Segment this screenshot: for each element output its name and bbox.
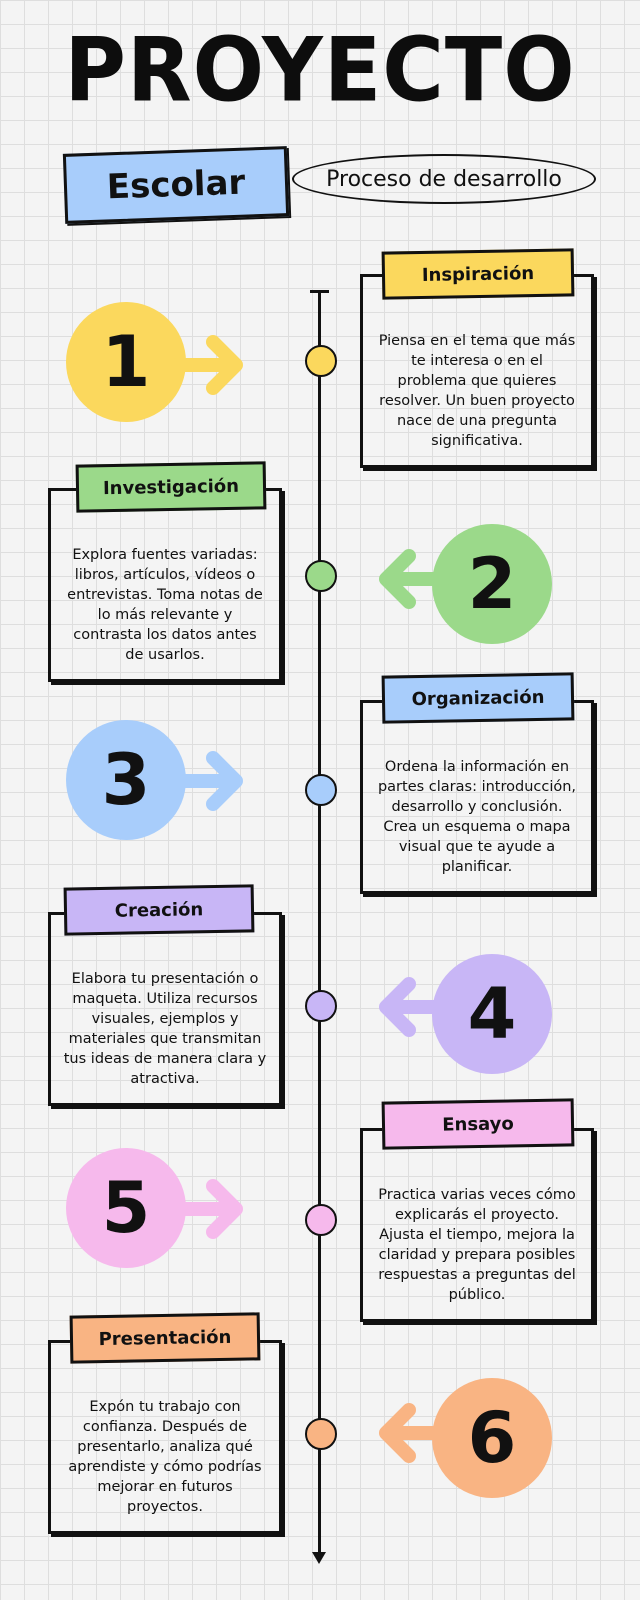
- subtitle-badge: Escolar: [62, 146, 290, 224]
- step-description: Practica varias veces cómo explicarás el…: [378, 1187, 576, 1303]
- timeline-line: [318, 292, 321, 1552]
- step-card: Piensa en el tema que más te interesa o …: [360, 274, 594, 468]
- step-card: Elabora tu presentación o maqueta. Utili…: [48, 912, 282, 1106]
- step-card: Explora fuentes variadas: libros, artícu…: [48, 488, 282, 682]
- arrow-left-icon: [379, 1403, 451, 1463]
- step-number-badge: 1: [66, 302, 186, 422]
- step-title: Inspiración: [381, 248, 575, 300]
- timeline-arrowhead: [312, 1552, 326, 1564]
- step-title: Creación: [63, 884, 255, 936]
- step-number-badge: 2: [432, 524, 552, 644]
- step-title: Organización: [381, 672, 575, 724]
- step-number-badge: 5: [66, 1148, 186, 1268]
- step-description: Ordena la información en partes claras: …: [377, 759, 577, 875]
- step-card: Practica varias veces cómo explicarás el…: [360, 1128, 594, 1322]
- arrow-left-icon: [379, 977, 451, 1037]
- timeline-dot: [305, 560, 337, 592]
- timeline-cap: [310, 290, 329, 293]
- step-title: Ensayo: [381, 1098, 575, 1150]
- step-number-badge: 3: [66, 720, 186, 840]
- timeline-dot: [305, 345, 337, 377]
- step-title: Investigación: [75, 461, 267, 513]
- timeline-dot: [305, 1418, 337, 1450]
- arrow-right-icon: [171, 335, 243, 395]
- timeline-dot: [305, 990, 337, 1022]
- step-number-badge: 4: [432, 954, 552, 1074]
- step-description: Explora fuentes variadas: libros, artícu…: [67, 547, 263, 663]
- step-description: Piensa en el tema que más te interesa o …: [378, 333, 576, 449]
- tagline-oval: Proceso de desarrollo: [292, 154, 596, 204]
- arrow-left-icon: [379, 549, 451, 609]
- step-card: Ordena la información en partes claras: …: [360, 700, 594, 894]
- page-title: PROYECTO: [64, 18, 576, 122]
- timeline-dot: [305, 1204, 337, 1236]
- timeline-dot: [305, 774, 337, 806]
- step-title: Presentación: [69, 1312, 261, 1364]
- arrow-right-icon: [171, 1179, 243, 1239]
- step-description: Expón tu trabajo con confianza. Después …: [68, 1399, 262, 1515]
- step-description: Elabora tu presentación o maqueta. Utili…: [63, 971, 267, 1087]
- step-card: Expón tu trabajo con confianza. Después …: [48, 1340, 282, 1534]
- arrow-right-icon: [171, 751, 243, 811]
- step-number-badge: 6: [432, 1378, 552, 1498]
